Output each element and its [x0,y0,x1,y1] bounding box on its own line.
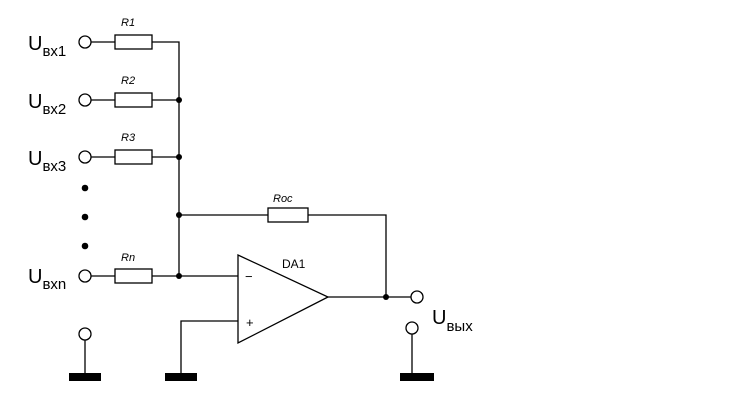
resistor-rn-label: Rn [121,252,135,264]
ground-symbol [165,373,197,381]
feedback-branch: Roc [179,193,387,297]
junction-dot [383,294,389,300]
input-2-branch: Uвх2 R2 [28,75,179,118]
common-ground-branch [69,327,101,381]
resistor-r1 [114,34,153,50]
ground-symbol [69,373,101,381]
opamp-da1: DA1 − + [237,253,330,345]
resistor-rn [114,268,153,284]
output-label: Uвых [432,307,473,335]
output-ground-terminal [405,321,419,335]
input-n-terminal [78,269,92,283]
input-1-wire-right [152,41,180,100]
input-3-terminal [78,150,92,164]
input-1-label: Uвх1 [28,33,66,60]
resistor-r2 [114,92,153,108]
input-2-terminal [78,93,92,107]
ellipsis-dot [81,184,89,192]
ellipsis-dot [81,242,89,250]
junction-dot [176,97,182,103]
resistor-r2-label: R2 [121,75,135,87]
resistor-r3-label: R3 [121,132,136,144]
opamp-inverting-sign: − [245,269,253,284]
resistor-roc-label: Roc [273,193,293,205]
resistor-r1-label: R1 [121,17,135,29]
noninverting-ground-wire [180,320,238,373]
input-n-branch: Uвхn Rn [28,252,238,293]
output-branch: Uвых [328,290,473,381]
input-3-branch: Uвх3 R3 [28,132,179,175]
ellipsis-dots [81,184,89,250]
feedback-wire-right [308,214,387,297]
junction-dot [176,273,182,279]
common-ground-terminal [78,327,92,341]
input-1-terminal [78,35,92,49]
ground-symbol [400,373,434,381]
input-1-branch: Uвх1 R1 [28,17,180,100]
input-3-label: Uвх3 [28,148,66,175]
resistor-r3 [114,149,153,165]
input-2-label: Uвх2 [28,91,66,118]
resistor-roc [267,207,309,223]
output-terminal [410,290,424,304]
opamp-triangle [237,253,330,345]
ellipsis-dot [81,213,89,221]
opamp-label: DA1 [282,257,306,271]
opamp-noninverting-sign: + [246,315,254,330]
junction-dot [176,154,182,160]
input-n-label: Uвхn [28,266,66,293]
